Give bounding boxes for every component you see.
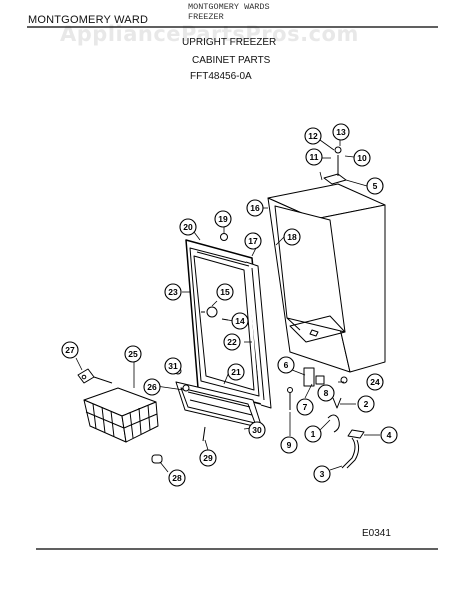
callout-6: 6 — [277, 356, 295, 374]
callout-25: 25 — [124, 345, 142, 363]
svg-text:1: 1 — [311, 429, 316, 439]
svg-text:17: 17 — [248, 236, 258, 246]
svg-text:18: 18 — [287, 232, 297, 242]
bottom-hinge-assembly — [287, 367, 348, 433]
product-title: UPRIGHT FREEZER — [182, 37, 277, 48]
basket-bracket — [77, 368, 113, 384]
callout-30: 30 — [248, 421, 266, 439]
callout-20: 20 — [179, 218, 197, 236]
svg-text:14: 14 — [235, 316, 245, 326]
svg-text:5: 5 — [373, 181, 378, 191]
svg-text:11: 11 — [310, 152, 319, 162]
drain-tube — [341, 429, 365, 469]
svg-text:15: 15 — [220, 287, 230, 297]
callout-24: 24 — [366, 373, 384, 391]
model-number: FFT48456-0A — [190, 71, 252, 82]
svg-text:19: 19 — [218, 214, 228, 224]
callout-15: 15 — [216, 283, 234, 301]
door-assembly — [175, 239, 272, 429]
svg-text:25: 25 — [128, 349, 138, 359]
svg-text:30: 30 — [252, 425, 262, 435]
svg-text:12: 12 — [308, 131, 318, 141]
svg-text:8: 8 — [324, 388, 329, 398]
callout-12: 12 — [304, 127, 322, 145]
svg-text:31: 31 — [168, 361, 178, 371]
callout-21: 21 — [227, 363, 245, 381]
svg-text:10: 10 — [357, 153, 367, 163]
svg-text:6: 6 — [284, 360, 289, 370]
callout-10: 10 — [353, 149, 371, 167]
callout-14: 14 — [231, 312, 249, 330]
svg-text:29: 29 — [203, 453, 213, 463]
top-hinge-assembly — [323, 146, 347, 185]
callout-3: 3 — [313, 465, 331, 483]
typed-product-line: FREEZER — [188, 12, 224, 22]
callout-29: 29 — [199, 449, 217, 467]
svg-text:9: 9 — [287, 440, 292, 450]
callout-19: 19 — [214, 210, 232, 228]
callout-labels: 1 2 3 4 5 6 7 8 9 10 11 12 13 14 15 16 1… — [61, 123, 398, 487]
storage-basket — [83, 387, 159, 443]
callout-23: 23 — [164, 283, 182, 301]
svg-text:26: 26 — [147, 382, 157, 392]
callout-7: 7 — [296, 398, 314, 416]
callout-16: 16 — [246, 199, 264, 217]
cabinet-body — [267, 183, 386, 373]
section-title: CABINET PARTS — [192, 55, 271, 66]
svg-text:16: 16 — [250, 203, 260, 213]
callout-4: 4 — [380, 426, 398, 444]
svg-text:23: 23 — [168, 287, 178, 297]
callout-17: 17 — [244, 232, 262, 250]
svg-text:24: 24 — [370, 377, 380, 387]
svg-text:2: 2 — [364, 399, 369, 409]
watermark: AppliancePartsPros.com — [60, 22, 359, 46]
callout-11: 11 — [305, 148, 323, 166]
svg-text:13: 13 — [336, 127, 346, 137]
diagram-code: E0341 — [362, 528, 391, 539]
typed-brand-line: MONTGOMERY WARDS — [188, 2, 270, 12]
door-latch-parts — [174, 233, 229, 442]
svg-text:7: 7 — [303, 402, 308, 412]
callout-22: 22 — [223, 333, 241, 351]
callout-26: 26 — [143, 378, 161, 396]
leveling-leg — [151, 454, 163, 464]
callout-1: 1 — [304, 425, 322, 443]
callout-8: 8 — [317, 384, 335, 402]
svg-text:21: 21 — [231, 367, 241, 377]
callout-2: 2 — [357, 395, 375, 413]
brand-name: MONTGOMERY WARD — [28, 14, 149, 26]
callout-13: 13 — [332, 123, 350, 141]
svg-text:4: 4 — [387, 430, 392, 440]
svg-text:3: 3 — [320, 469, 325, 479]
callout-18: 18 — [283, 228, 301, 246]
callout-27: 27 — [61, 341, 79, 359]
svg-text:27: 27 — [65, 345, 75, 355]
svg-text:28: 28 — [172, 473, 182, 483]
svg-text:22: 22 — [227, 337, 237, 347]
svg-text:20: 20 — [183, 222, 193, 232]
callout-28: 28 — [168, 469, 186, 487]
callout-9: 9 — [280, 436, 298, 454]
callout-5: 5 — [366, 177, 384, 195]
callout-31: 31 — [164, 357, 182, 375]
